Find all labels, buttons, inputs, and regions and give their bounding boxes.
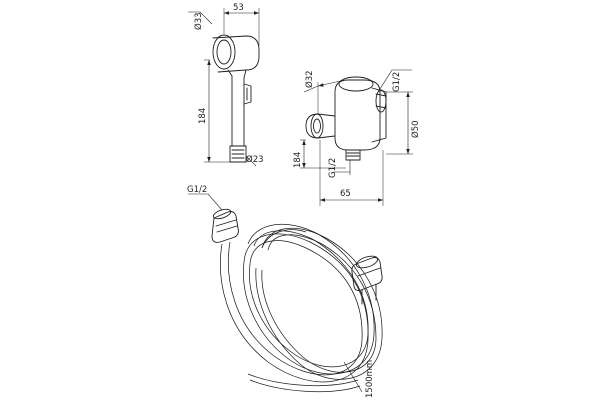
connector-height-label: 184: [293, 152, 303, 168]
connector-outlet-diameter-label: Ø32: [304, 70, 315, 88]
connector-flange-diameter-label: Ø50: [410, 120, 421, 138]
connector-depth-label: 65: [340, 189, 351, 199]
wall-connector-drawing: Ø32 G1/2 Ø50 184 G1/2 65: [293, 69, 421, 206]
handshower-length-label: 184: [198, 108, 208, 124]
handshower-drawing: 53 Ø33 184 Ø23: [188, 3, 264, 167]
hose-coils: [220, 223, 383, 393]
handshower-width-label: 53: [233, 3, 244, 13]
hose-length-label: 1500mm: [365, 360, 375, 398]
connector-thread-top-label: G1/2: [392, 72, 402, 92]
connector-thread-bottom-label: G1/2: [328, 158, 338, 178]
handshower-stem-diameter-label: Ø23: [246, 154, 264, 165]
hose-thread-label: G1/2: [187, 185, 207, 195]
hose-drawing: G1/2 1500mm: [187, 185, 383, 398]
handshower-head-diameter-label: Ø33: [193, 12, 204, 30]
